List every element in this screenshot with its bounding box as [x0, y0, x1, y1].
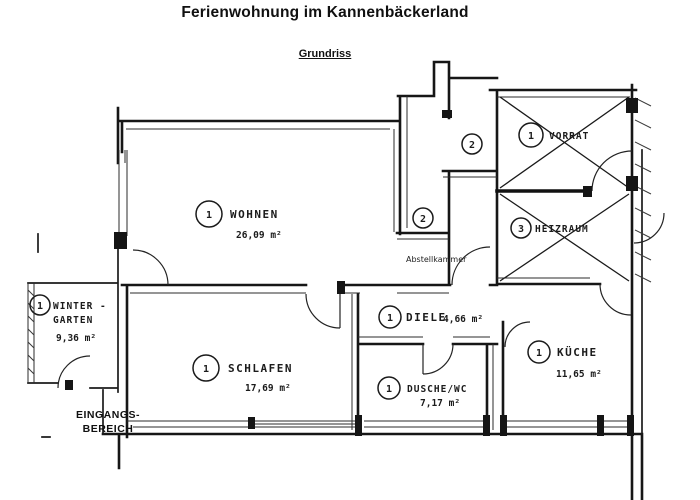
room-number: 1 [528, 131, 534, 142]
room-label-dusche-wc: 1 DUSCHE/WC 7,17 m² [377, 376, 467, 409]
wall-posts [65, 98, 638, 436]
room-number-circle [378, 305, 402, 329]
exterior-hatching [634, 97, 652, 283]
room-name-line2: GARTEN [53, 315, 93, 326]
room-number: 3 [518, 224, 524, 235]
room-name: DUSCHE/WC [407, 384, 467, 395]
marker-number: 2 [469, 140, 475, 151]
marker-circle [461, 133, 483, 155]
room-name: KÜCHE [557, 345, 598, 359]
room-name-line1: WINTER - [53, 301, 107, 312]
room-number-circle [29, 294, 51, 316]
room-label-diele: 1 DIELE 4,66 m² [378, 305, 483, 329]
room-name: DIELE [406, 311, 447, 324]
vorrat-cross [499, 96, 630, 189]
windows [27, 150, 128, 383]
room-name: HEIZRAUM [535, 224, 589, 235]
room-cross-marks [499, 96, 630, 282]
door-arcs [57, 150, 665, 389]
room-number-circle [377, 376, 401, 400]
entrance-label-line2: BEREICH [83, 423, 134, 435]
room-number-circle [527, 340, 551, 364]
room-number: 1 [37, 301, 43, 312]
walls [27, 60, 644, 500]
room-number-circle [192, 354, 220, 382]
room-label-vorrat: 1 VORRAT [518, 122, 589, 148]
room-number: 1 [536, 348, 542, 359]
stair-marker-lower: 2 [412, 207, 434, 229]
document-title: Ferienwohnung im Kannenbäckerland [181, 4, 469, 21]
room-number-circle [195, 200, 223, 228]
room-area: 7,17 m² [420, 398, 460, 409]
room-area: 11,65 m² [556, 369, 602, 380]
entrance-area-label: EINGANGS- BEREICH [76, 409, 140, 435]
room-name: SCHLAFEN [228, 362, 293, 375]
room-number: 1 [203, 364, 209, 375]
marker-circle [412, 207, 434, 229]
room-label-heizraum: 3 HEIZRAUM [510, 217, 589, 239]
room-number-circle [518, 122, 544, 148]
room-number: 1 [206, 210, 212, 221]
room-name: Abstellkammer [406, 255, 467, 264]
window-hatching [27, 289, 35, 375]
stair-marker-upper: 2 [461, 133, 483, 155]
heizraum-cross [499, 193, 630, 282]
room-area: 9,36 m² [56, 333, 96, 344]
room-number: 1 [386, 384, 392, 395]
room-label-wintergarten: 1 WINTER - GARTEN 9,36 m² [29, 294, 107, 344]
room-label-kueche: 1 KÜCHE 11,65 m² [527, 340, 602, 380]
room-area: 17,69 m² [245, 383, 291, 394]
room-name: WOHNEN [230, 208, 279, 221]
room-name: VORRAT [549, 131, 589, 142]
room-label-schlafen: 1 SCHLAFEN 17,69 m² [192, 354, 293, 394]
marker-number: 2 [420, 214, 426, 225]
room-area: 4,66 m² [443, 314, 483, 325]
entrance-label-line1: EINGANGS- [76, 409, 140, 421]
drawing-type-label: Grundriss [298, 48, 352, 60]
room-number: 1 [387, 313, 393, 324]
room-number-circle [510, 217, 532, 239]
room-area: 26,09 m² [236, 230, 282, 241]
room-label-wohnen: 1 WOHNEN 26,09 m² [195, 200, 282, 241]
room-label-abstellkammer: Abstellkammer [406, 255, 467, 264]
